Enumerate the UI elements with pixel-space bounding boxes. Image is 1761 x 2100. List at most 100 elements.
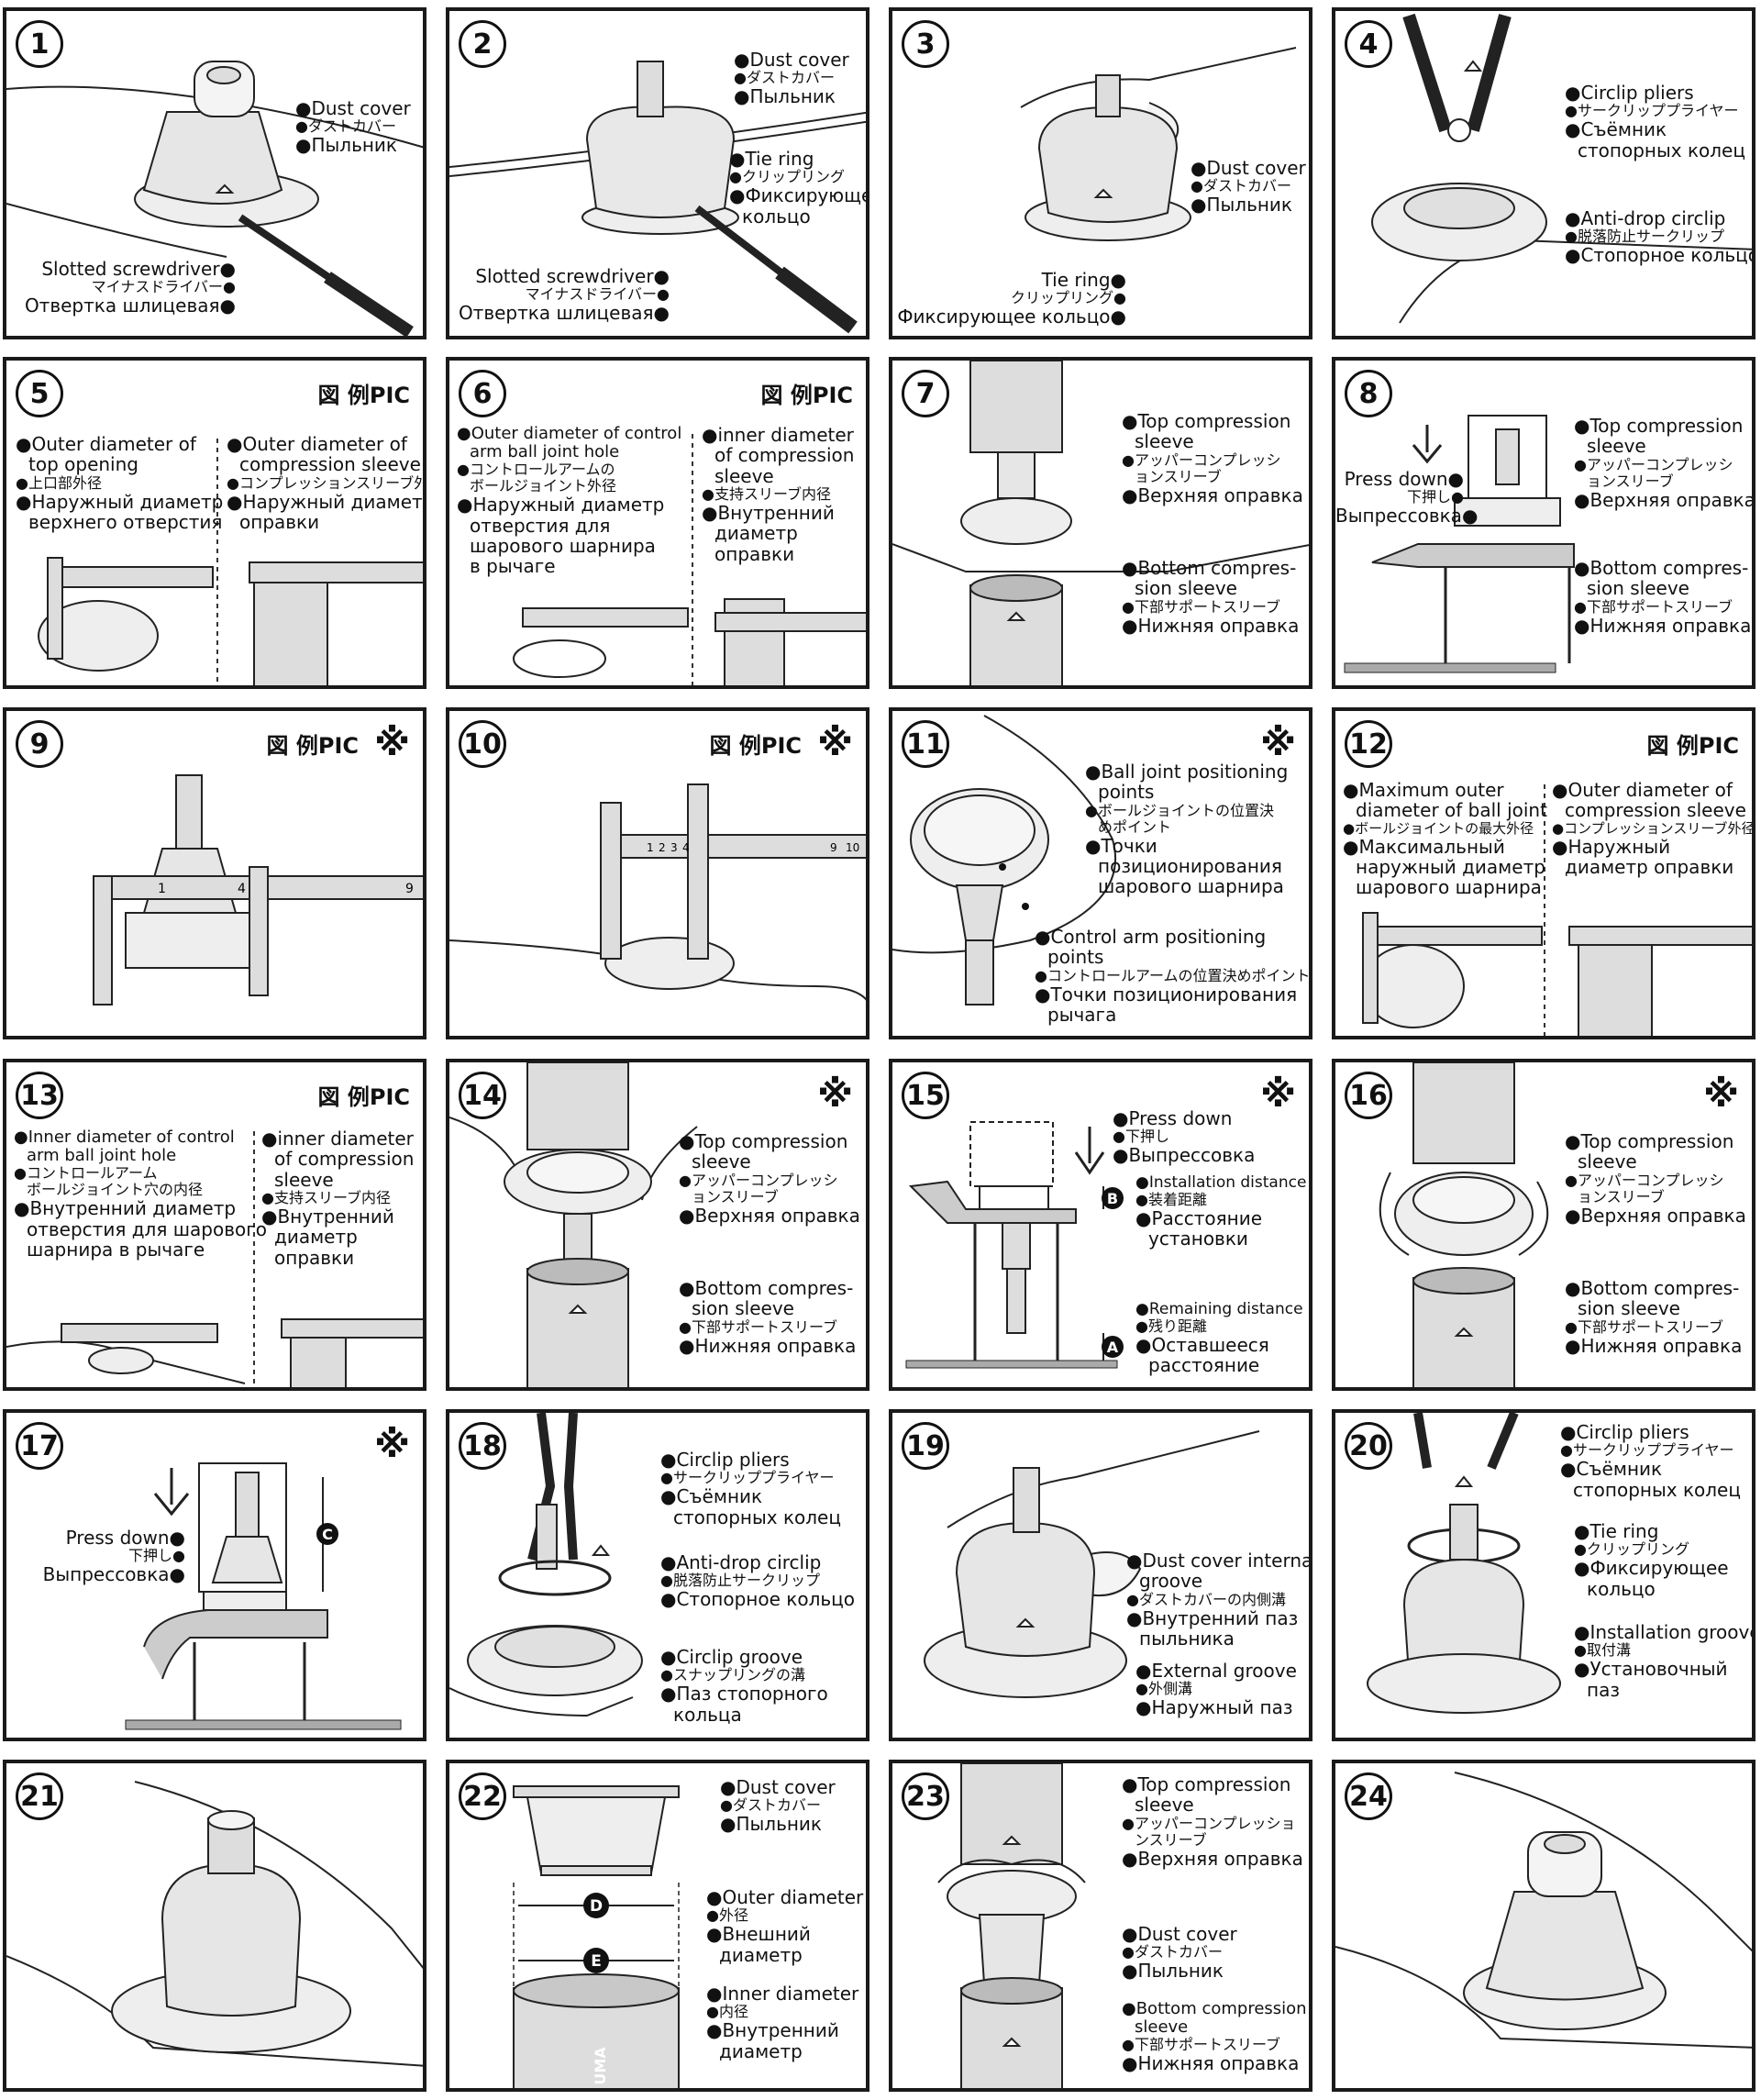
marker-d: D bbox=[590, 1897, 603, 1916]
dust-cover-label: ●Dust cover●ダストカバー●Пыльник bbox=[295, 97, 411, 157]
step-number: 10 bbox=[459, 720, 506, 768]
step-panel-21: 21 bbox=[3, 1760, 426, 2092]
dust-cover-label: ●Dust cover●ダストカバー●Пыльник bbox=[1191, 157, 1306, 217]
step-number: 8 bbox=[1345, 370, 1392, 417]
step-number: 6 bbox=[459, 370, 506, 417]
step-illustration bbox=[1367, 1413, 1561, 1714]
sleeve-brand-text: UMA bbox=[592, 2047, 609, 2085]
scale-tick-4: 4 bbox=[682, 841, 690, 854]
step-panel-22: 22 D E UMA ●Dust cover●ダストカバー●Пыльник ●O… bbox=[446, 1760, 869, 2092]
step-illustration bbox=[892, 715, 1117, 1006]
step-number: 17 bbox=[16, 1422, 63, 1470]
step-panel-8: 8 Press down●下押し●Выпрессовка● ●Top compr… bbox=[1332, 357, 1755, 689]
step-illustration bbox=[1020, 47, 1297, 241]
scale-tick-9: 9 bbox=[830, 841, 837, 854]
scale-tick-9: 9 bbox=[405, 882, 414, 896]
pic-label: 図 例PIC bbox=[266, 733, 360, 759]
step-number: 7 bbox=[902, 370, 949, 417]
scale-tick-3: 3 bbox=[670, 841, 678, 854]
bottom-sleeve-label: ●Bottom compres-sion sleeve●下部サポートスリーブ●Н… bbox=[1565, 1277, 1743, 1357]
step-number: 18 bbox=[459, 1422, 506, 1470]
step-number: 2 bbox=[459, 20, 506, 68]
screwdriver-label: Slotted screwdriver●マイナスドライバー●Отвертка ш… bbox=[24, 258, 236, 317]
reference-mark: ※ bbox=[817, 722, 853, 764]
scale-tick-4: 4 bbox=[238, 882, 246, 896]
step-illustration bbox=[449, 61, 866, 334]
step-illustration bbox=[1371, 13, 1752, 324]
step-panel-15: 15 ※ B A ●Press down●下押し●Выпрессовка ●In… bbox=[889, 1059, 1312, 1391]
screwdriver-label: Slotted screwdriver●マイナスドライバー●Отвертка ш… bbox=[458, 265, 670, 325]
dust-cover-label: ●Dust cover●ダストカバー●Пыльник bbox=[720, 1776, 836, 1836]
pic-label: 図 例PIC bbox=[1646, 733, 1740, 759]
step-number: 13 bbox=[16, 1072, 63, 1119]
step-number: 1 bbox=[16, 20, 63, 68]
step-panel-17: 17 ※ C Press down●下押し●Выпрессовка● bbox=[3, 1409, 426, 1741]
step-illustration bbox=[892, 361, 1309, 685]
marker-a: A bbox=[1107, 1339, 1119, 1356]
step-number: 5 bbox=[16, 370, 63, 417]
step-panel-1: 1 ●Dust cover●ダストカバー●Пыльник Slotted scr… bbox=[3, 7, 426, 339]
scale-tick-1: 1 bbox=[158, 882, 166, 896]
step-illustration bbox=[937, 1763, 1086, 2088]
step-number: 19 bbox=[902, 1422, 949, 1470]
tie-ring-label: Tie ring●クリップリング●Фиксирующее кольцо● bbox=[897, 269, 1126, 328]
marker-e: E bbox=[591, 1952, 602, 1971]
step-illustration bbox=[449, 1062, 698, 1387]
dust-cover-label: ●Dust cover●ダストカバー●Пыльник bbox=[734, 49, 849, 108]
step-panel-2: 2 ●Dust cover●ダストカバー●Пыльник ●Tie ring●ク… bbox=[446, 7, 869, 339]
step-number: 21 bbox=[16, 1772, 63, 1820]
step-number: 15 bbox=[902, 1072, 949, 1119]
step-number: 16 bbox=[1345, 1072, 1392, 1119]
step-panel-24: 24 bbox=[1332, 1760, 1755, 2092]
step-illustration bbox=[1335, 1772, 1752, 2049]
step-panel-9: 9 図 例PIC ※ 1 4 9 bbox=[3, 707, 426, 1039]
step-illustration: D E UMA bbox=[513, 1785, 680, 2088]
circlip-groove-label: ●Circlip groove●スナップリングの溝●Паз стопорного… bbox=[660, 1646, 828, 1726]
step-illustration: 1 2 3 4 9 10 bbox=[449, 783, 866, 1001]
step-illustration: B A bbox=[905, 1121, 1124, 1369]
pic-label: 図 例PIC bbox=[709, 733, 803, 759]
pic-label: 図 例PIC bbox=[317, 1084, 411, 1110]
dust-cover-label: ●Dust cover●ダストカバー●Пыльник bbox=[1122, 1923, 1237, 1983]
step-number: 9 bbox=[16, 720, 63, 768]
external-groove-label: ●External groove●外側溝●Наружный паз bbox=[1135, 1660, 1297, 1719]
bottom-sleeve-label: ●Bottom compres-sion sleeve●下部サポートスリーブ●Н… bbox=[679, 1277, 857, 1357]
scale-tick-10: 10 bbox=[846, 841, 859, 854]
step-number: 11 bbox=[902, 720, 949, 768]
step-illustration: 1 4 9 bbox=[93, 774, 423, 1006]
marker-b: B bbox=[1107, 1190, 1118, 1207]
step-number: 12 bbox=[1345, 720, 1392, 768]
reference-mark: ※ bbox=[1260, 1073, 1296, 1116]
step-number: 14 bbox=[459, 1072, 506, 1119]
reference-mark: ※ bbox=[1703, 1073, 1739, 1116]
step-illustration: C bbox=[125, 1462, 402, 1730]
step-number: 23 bbox=[902, 1772, 949, 1820]
